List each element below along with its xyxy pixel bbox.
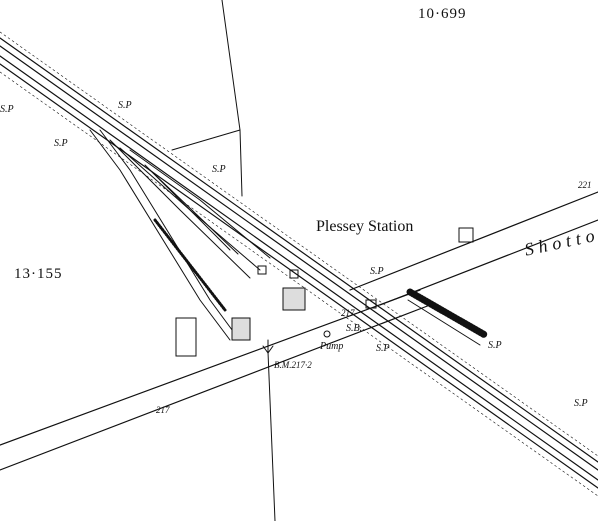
building-small-2 [289,269,299,279]
field-boundary-south [267,351,276,521]
road-lower [0,289,431,471]
spot-height-upper-right: 221 [578,180,592,190]
building-small [257,265,267,275]
signal-label-2: S.P [118,100,132,111]
road-shotton [349,191,598,306]
building-yard-3 [175,317,197,357]
signal-label-3: S.P [54,138,68,149]
building-road [458,227,474,243]
benchmark-label: B.M.217·2 [274,360,312,370]
signal-label-6: S.P [376,343,390,354]
signal-label-4: S.P [212,164,226,175]
railway-main-line [0,31,598,497]
signal-label-5: S.P [370,266,384,277]
pump-label: Pump [320,341,344,352]
signal-box-label: S.B. [346,323,363,334]
signal-label-8: S.P [574,398,588,409]
signal-box [365,299,377,309]
signal-label-7: S.P [488,340,502,351]
spot-height-junction: 217 [341,308,355,318]
building-yard-1 [282,287,306,311]
spot-height-lower: 217 [156,405,170,415]
area-label-left: 13·155 [14,266,63,282]
pump-symbol [323,330,331,338]
field-boundary-north [171,129,241,151]
signal-label-1: S.P [0,104,14,115]
station-name-label: Plessey Station [316,218,414,235]
building-yard-2 [231,317,251,341]
benchmark-arrow [262,339,274,354]
goods-yard-sidings [89,129,271,341]
platform-right [406,288,489,339]
area-label-upper-right: 10·699 [418,6,467,22]
